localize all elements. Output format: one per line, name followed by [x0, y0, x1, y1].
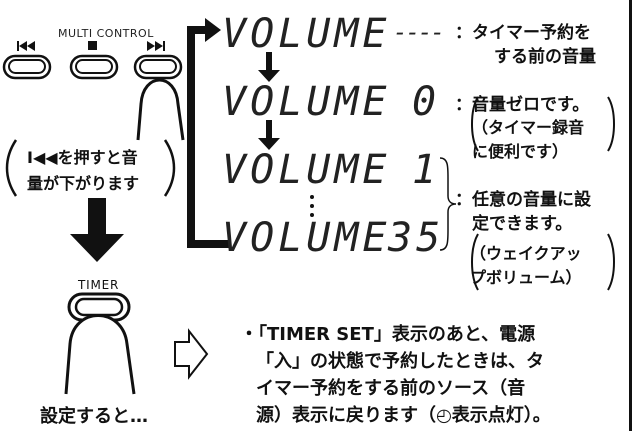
- skip-back-icon: [17, 41, 35, 51]
- timer-label: TIMER: [78, 278, 120, 292]
- note-line3: イマー予約をする前のソース（音: [256, 378, 526, 399]
- volume-row-3-label: VOLUME: [222, 147, 391, 193]
- cycle-bracket: [187, 18, 231, 248]
- note-line1: ・「TIMER SET」表示のあと、電源: [240, 324, 536, 345]
- down-arrow-icon: [258, 120, 280, 150]
- volume-row-1-label: VOLUME: [222, 11, 391, 57]
- big-down-arrow-icon: [70, 198, 124, 262]
- volume-row-2-label: VOLUME: [222, 79, 391, 125]
- caption-set: 設定すると…: [40, 406, 148, 427]
- desc-row2-line1: ：音量ゼロです。: [455, 95, 590, 115]
- next-button[interactable]: [133, 54, 183, 80]
- desc-row3-line2: 定できます。: [472, 214, 573, 234]
- desc-row3-line4: プボリューム）: [470, 268, 582, 287]
- volume-row-2-value: 0: [412, 79, 441, 125]
- volume-row-4-value: 35: [388, 215, 445, 261]
- finger-timer-icon: [64, 314, 136, 395]
- right-brace: [439, 157, 457, 251]
- left-text-line2: 量が下がります: [27, 174, 140, 193]
- prev-button[interactable]: [2, 54, 52, 80]
- hollow-right-arrow-icon: [174, 328, 209, 380]
- note-line2: 「入」の状態で予約したときは、タ: [256, 351, 544, 372]
- desc-row3-line1: ：任意の音量に設: [455, 190, 591, 210]
- desc-row3-line3: （ウェイクアッ: [470, 244, 582, 263]
- ellipsis-icon: [310, 195, 314, 217]
- desc-row1-line1: ：タイマー予約を: [455, 23, 591, 43]
- down-arrow-icon: [258, 52, 280, 82]
- skip-forward-icon: [147, 41, 165, 51]
- stop-button[interactable]: [69, 54, 119, 80]
- desc-row2-line2: （タイマー録音: [472, 118, 585, 137]
- multi-control-label: MULTI CONTROL: [58, 27, 154, 40]
- volume-row-4-label: VOLUME: [222, 215, 391, 261]
- finger-top-icon: [136, 78, 185, 141]
- desc-row2-line3: に便利です）: [472, 142, 569, 161]
- desc-row1-line2: する前の音量: [494, 47, 596, 67]
- left-text-line1: I◀◀を押すと音: [27, 148, 138, 167]
- volume-row-3-value: 1: [412, 147, 441, 193]
- stop-icon: [88, 41, 97, 50]
- volume-row-1-value: ----: [393, 18, 445, 46]
- note-line4: 源）表示に戻ります（◴表示点灯）。: [256, 405, 551, 426]
